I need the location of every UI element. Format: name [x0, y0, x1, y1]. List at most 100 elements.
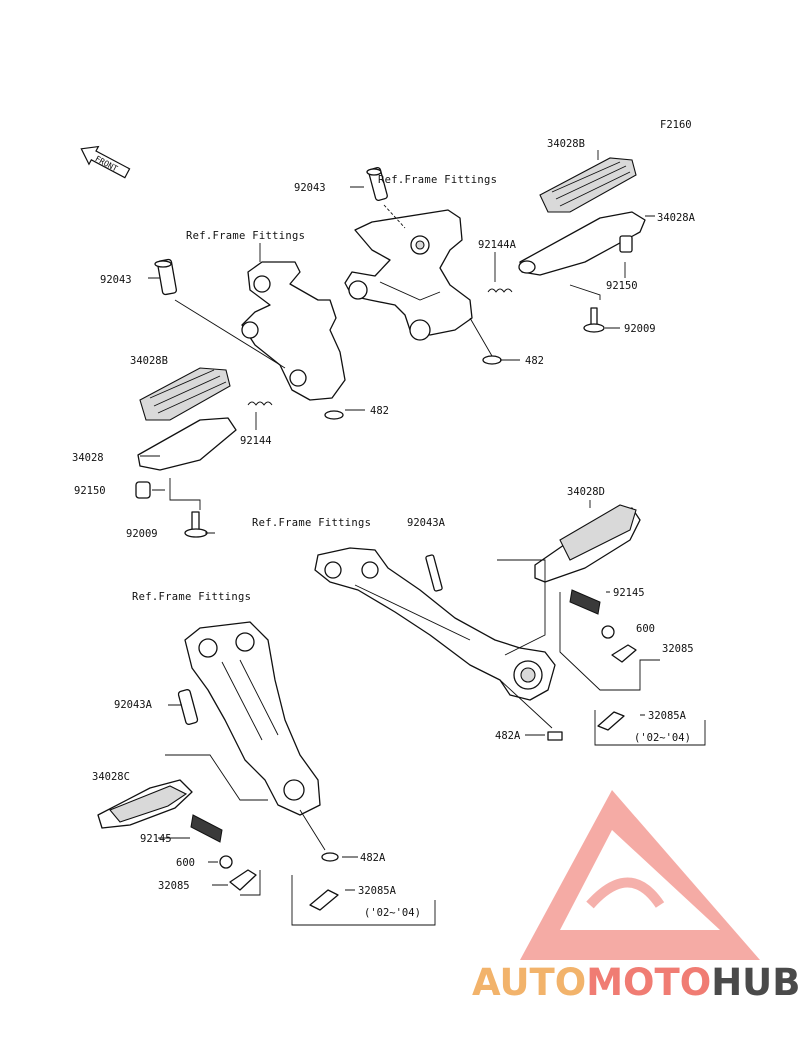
washer-482-right — [482, 355, 502, 365]
ball-600-right — [601, 625, 615, 639]
label-92043A-left: 92043A — [114, 699, 153, 711]
rubber-34028B-right — [539, 157, 637, 213]
label-92043A-right: 92043A — [407, 517, 446, 529]
footpeg-34028C-rubber — [109, 785, 188, 823]
label-34028B-right: 34028B — [547, 138, 585, 150]
spring-92145-left — [190, 814, 223, 843]
label-92145-left: 92145 — [140, 833, 172, 845]
bracket-hole-left — [253, 275, 271, 293]
rubber-34028B-left — [139, 367, 231, 421]
label-34028B-left: 34028B — [130, 355, 168, 367]
label-34028: 34028 — [72, 452, 104, 464]
watermark-part-hub: HUB — [711, 961, 800, 1004]
rear-left-pivot — [283, 779, 305, 801]
diagram-code: F2160 — [660, 119, 692, 131]
label-32085-right: 32085 — [662, 643, 694, 655]
detent-32085-left — [229, 869, 257, 891]
spring-92144A — [487, 288, 513, 293]
rear-left-hole — [198, 638, 218, 658]
bracket-hole-left-2 — [241, 321, 259, 339]
rear-right-assembly — [314, 500, 706, 746]
label-34028A: 34028A — [657, 212, 696, 224]
front-arrow-icon: FRONT — [80, 145, 131, 179]
watermark-triangle-icon — [520, 790, 760, 960]
footpeg-34028D-rubber — [559, 504, 637, 561]
bracket-boss — [348, 280, 368, 300]
label-34028D: 34028D — [567, 486, 605, 498]
bracket-hole-inner — [415, 240, 425, 250]
footpeg-34028 — [137, 417, 237, 471]
rear-bracket-pivot-inner — [520, 667, 536, 683]
rear-bracket-left — [184, 621, 321, 816]
rear-bracket-hole — [324, 561, 342, 579]
ref-frame-fittings-3: Ref.Frame Fittings — [252, 517, 371, 529]
detent-32085A-right — [597, 711, 625, 731]
label-92043-top: 92043 — [294, 182, 326, 194]
bolt-92009-left — [184, 511, 208, 538]
rubber-ribs-left — [149, 369, 227, 414]
leaders-rear-left — [158, 704, 436, 926]
ref-frame-fittings-4: Ref.Frame Fittings — [132, 591, 251, 603]
label-92150-left: 92150 — [74, 485, 106, 497]
frame-bracket-right — [344, 209, 473, 336]
rear-bracket-right — [314, 547, 556, 701]
rear-bracket-slot — [354, 584, 471, 641]
watermark-inner-arc-icon — [586, 877, 665, 909]
label-32085-left: 32085 — [158, 880, 190, 892]
label-92009-left: 92009 — [126, 528, 158, 540]
label-92009-right: 92009 — [624, 323, 656, 335]
detent-32085A-left — [309, 889, 339, 911]
bolt-92150-right — [619, 235, 633, 253]
leaders-rear-right — [497, 500, 706, 746]
label-date-range-left: ('02~'04) — [364, 907, 421, 919]
rear-left-hole-2 — [235, 632, 255, 652]
upper-right-assembly — [344, 150, 655, 365]
pin-axis-line — [383, 204, 406, 229]
label-92144: 92144 — [240, 435, 272, 447]
label-92145-right: 92145 — [613, 587, 645, 599]
footpeg-end — [518, 260, 536, 274]
label-92043-left: 92043 — [100, 274, 132, 286]
washer-482A-left — [321, 852, 339, 862]
bolt-92009-right — [583, 307, 605, 333]
watermark-text: AUTOMOTOHUB — [472, 961, 800, 1004]
upper-left-assembly — [135, 243, 365, 538]
watermark-logo — [520, 790, 760, 960]
label-32085A-right: 32085A — [648, 710, 687, 722]
watermark-part-moto: MOTO — [586, 961, 711, 1004]
pin-92043A-left — [177, 689, 199, 725]
label-482-right: 482 — [525, 355, 544, 367]
ref-frame-fittings-1: Ref.Frame Fittings — [378, 174, 497, 186]
pin-left-axis — [174, 299, 286, 369]
rubber-ribs — [551, 161, 631, 207]
label-32085A-left: 32085A — [358, 885, 397, 897]
label-600-right: 600 — [636, 623, 655, 635]
leaders-upper-right — [350, 150, 655, 361]
rear-left-assembly — [97, 621, 436, 926]
label-92150-right: 92150 — [606, 280, 638, 292]
rear-left-slots — [221, 659, 279, 741]
detent-32085-right — [611, 644, 637, 663]
label-600-left: 600 — [176, 857, 195, 869]
spring-92144 — [247, 401, 273, 406]
washer-482A-right — [547, 731, 563, 741]
bracket-rib — [379, 281, 441, 301]
label-482A-right: 482A — [495, 730, 521, 742]
pin-92043A-right — [425, 554, 443, 592]
frame-bracket-left — [241, 261, 346, 401]
bracket-hole-left-3 — [289, 369, 307, 387]
ref-frame-fittings-2: Ref.Frame Fittings — [186, 230, 305, 242]
label-92144A: 92144A — [478, 239, 517, 251]
spring-92145-right — [569, 589, 601, 615]
label-34028C: 34028C — [92, 771, 130, 783]
pin-92043-left — [154, 258, 178, 296]
bracket-boss-2 — [409, 319, 431, 341]
ball-600-left — [219, 855, 233, 869]
bolt-92150-left — [135, 481, 151, 499]
label-482-left: 482 — [370, 405, 389, 417]
label-482A-left: 482A — [360, 852, 386, 864]
label-date-range-right: ('02~'04) — [634, 732, 691, 744]
watermark-part-auto: AUTO — [472, 961, 586, 1004]
